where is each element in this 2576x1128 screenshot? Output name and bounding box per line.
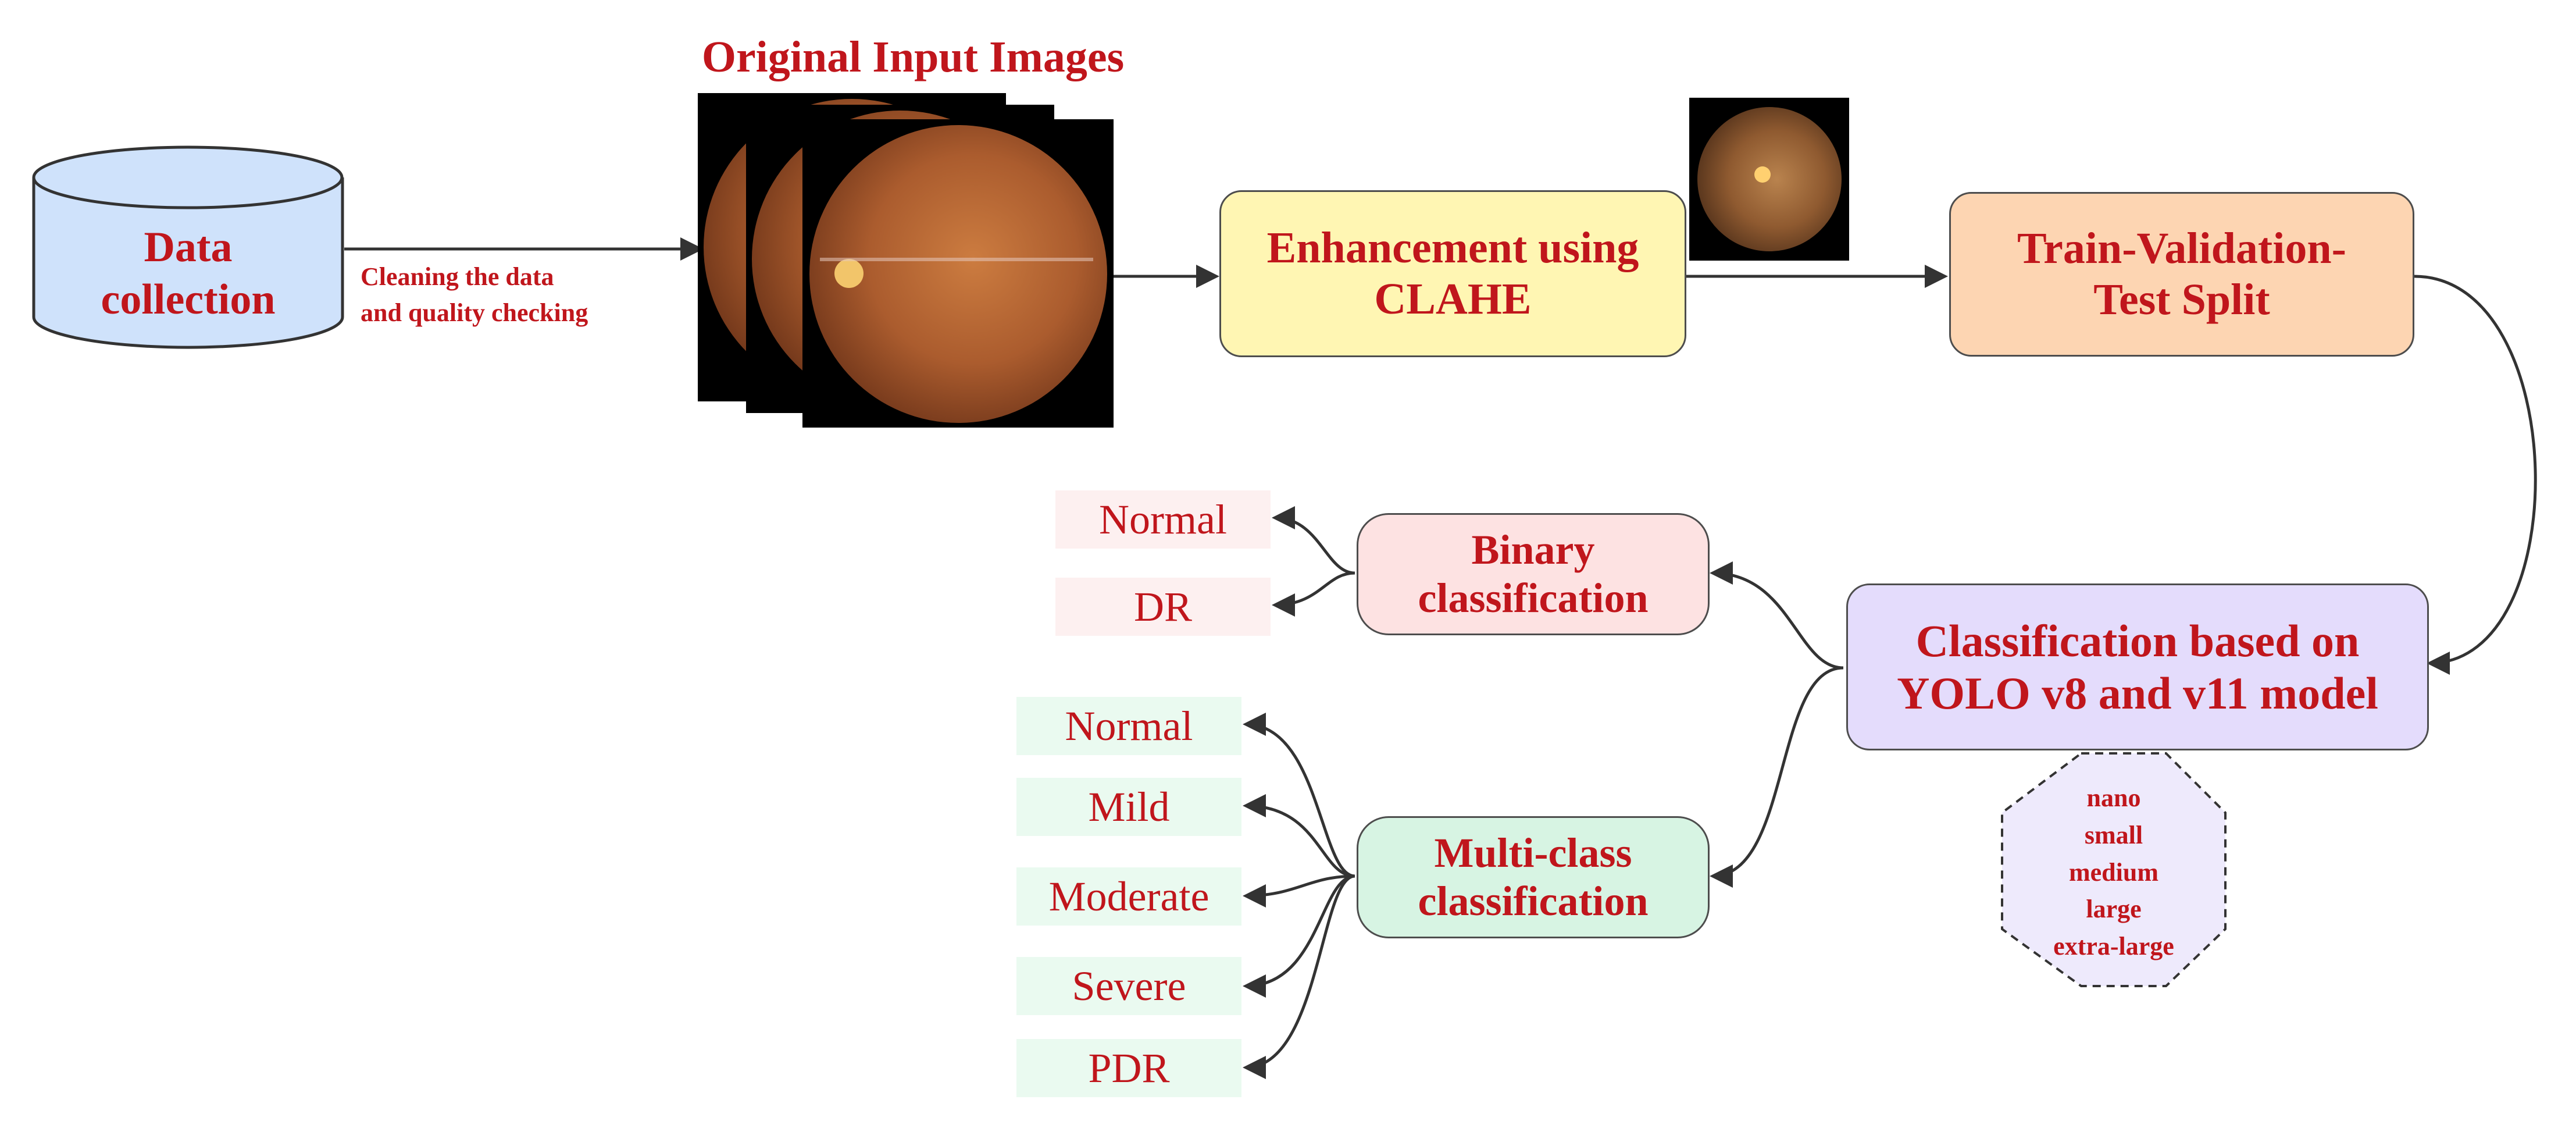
images-title: Original Input Images [701, 33, 1125, 81]
fundus-image-3 [802, 119, 1114, 428]
enhancement-line-1: Enhancement using [1266, 223, 1639, 273]
model-size-extra-large: extra-large [2053, 932, 2174, 961]
cleaning-label-line-1: Cleaning the data [361, 262, 554, 291]
arrow-multi-to-pdr [1243, 874, 1355, 1079]
split-line-2: Test Split [2093, 275, 2270, 324]
multiclass-output-severe: Severe [1016, 957, 1241, 1015]
multiclass-line-2: classification [1418, 878, 1649, 924]
model-size-list: nano small medium large extra-large [2002, 780, 2225, 965]
data-collection-line-2: collection [101, 276, 276, 324]
cleaning-edge-label: Cleaning the data and quality checking [361, 259, 588, 330]
enhancement-line-2: CLAHE [1374, 274, 1532, 323]
arrow-multi-to-normal [1243, 713, 1355, 878]
arrow-binary-to-normal [1272, 506, 1355, 575]
binary-line-2: classification [1418, 575, 1649, 621]
arrow-multi-to-mild [1243, 794, 1355, 878]
arrow-split-to-classification [2414, 275, 2537, 675]
classification-line-1: Classification based on [1915, 615, 2360, 666]
model-size-small: small [2084, 820, 2143, 849]
model-size-octagon [2001, 752, 2227, 987]
split-line-1: Train-Validation- [2017, 224, 2346, 273]
arrow-classification-to-multiclass [1710, 666, 1844, 888]
data-collection-cylinder: Data collection [32, 145, 344, 349]
classification-line-2: YOLO v8 and v11 model [1897, 667, 2378, 718]
multiclass-output-normal: Normal [1016, 697, 1241, 755]
multiclass-classification-box: Multi-class classification [1357, 816, 1710, 938]
classification-box: Classification based on YOLO v8 and v11 … [1846, 583, 2429, 750]
multiclass-output-mild: Mild [1016, 778, 1241, 836]
multiclass-output-pdr: PDR [1016, 1039, 1241, 1097]
binary-output-dr: DR [1055, 578, 1271, 636]
multiclass-line-1: Multi-class [1434, 830, 1632, 877]
enhanced-fundus-image [1689, 98, 1849, 261]
data-collection-line-1: Data [144, 223, 233, 271]
arrow-classification-to-binary [1710, 561, 1844, 670]
cylinder-shape [32, 145, 344, 349]
multiclass-output-moderate: Moderate [1016, 867, 1241, 926]
model-size-medium: medium [2069, 857, 2158, 887]
model-size-large: large [2086, 895, 2142, 924]
arrow-binary-to-dr [1272, 571, 1355, 617]
enhancement-box: Enhancement using CLAHE [1219, 190, 1686, 357]
cleaning-label-line-2: and quality checking [361, 298, 588, 327]
arrow-multi-to-severe [1243, 874, 1355, 998]
split-box: Train-Validation- Test Split [1949, 192, 2414, 357]
binary-classification-box: Binary classification [1357, 513, 1710, 635]
binary-line-1: Binary [1471, 526, 1595, 574]
arrow-multi-to-moderate [1243, 874, 1355, 908]
model-size-nano: nano [2086, 784, 2141, 812]
binary-output-normal: Normal [1055, 490, 1271, 549]
